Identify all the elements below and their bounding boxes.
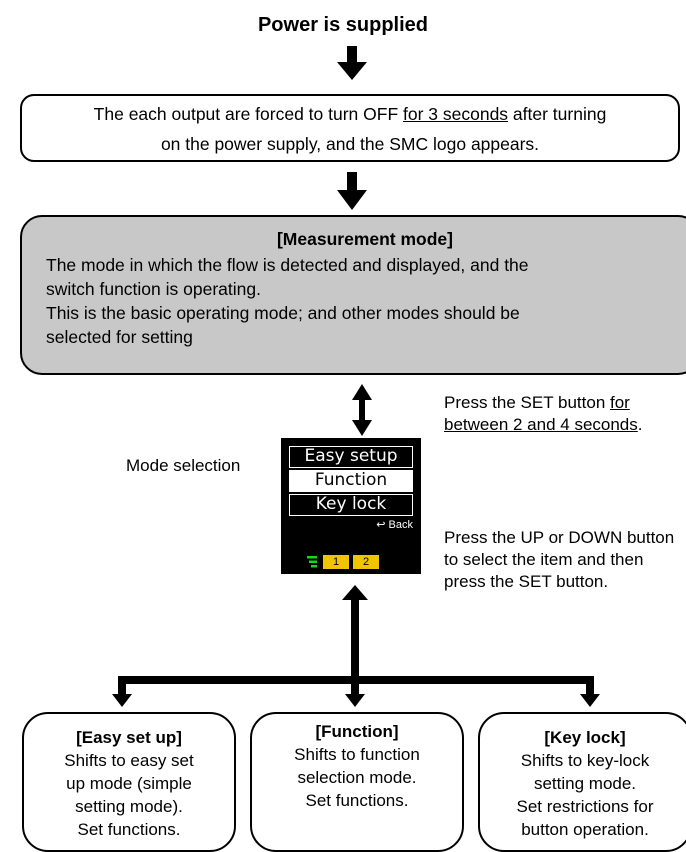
device-screen: Easy setup Function Key lock ↩ Back 1 2 <box>281 438 421 574</box>
box-line: Set restrictions for <box>516 797 654 816</box>
mode-selection-label: Mode selection <box>126 456 241 475</box>
output-indicator-icon <box>307 556 317 568</box>
menu-item-function[interactable]: Function <box>289 470 413 492</box>
startup-line-1: The each output are forced to turn OFF f… <box>22 99 678 129</box>
box-line: up mode (simple <box>66 774 192 793</box>
key-lock-box: [Key lock] Shifts to key-lock setting mo… <box>478 712 686 852</box>
measurement-line: selected for setting <box>46 327 193 347</box>
output-bar-1: 1 <box>323 555 349 569</box>
arrow-down-1 <box>337 46 367 80</box>
double-arrow <box>352 384 372 436</box>
set-note-duration: for between 2 and 4 seconds <box>444 393 638 434</box>
box-line: Set functions. <box>305 791 409 810</box>
measurement-line: switch function is operating. <box>46 279 261 299</box>
set-note-period: . <box>637 415 643 434</box>
box-line: button operation. <box>521 820 649 839</box>
easy-setup-box: [Easy set up] Shifts to easy set up mode… <box>22 712 236 852</box>
easy-setup-heading: [Easy set up] <box>76 728 182 747</box>
box-line: Shifts to easy set <box>64 751 194 770</box>
startup-duration: for 3 seconds <box>403 104 509 124</box>
box-line: Shifts to function <box>294 745 420 764</box>
box-line: setting mode). <box>75 797 183 816</box>
function-box: [Function] Shifts to function selection … <box>250 712 464 852</box>
output-bar-2: 2 <box>353 555 379 569</box>
back-label: ↩ Back <box>376 519 413 531</box>
measurement-heading: [Measurement mode] <box>276 229 453 249</box>
startup-text: The each output are forced to turn OFF <box>93 104 403 124</box>
box-line: Set functions. <box>77 820 181 839</box>
box-line: Shifts to key-lock <box>520 751 650 770</box>
key-lock-heading: [Key lock] <box>544 728 626 747</box>
page-title: Power is supplied <box>257 14 429 36</box>
menu-item-key-lock[interactable]: Key lock <box>289 494 413 516</box>
startup-text-tail: after turning <box>508 104 607 124</box>
measurement-line: The mode in which the flow is detected a… <box>46 255 529 275</box>
menu-item-easy-setup[interactable]: Easy setup <box>289 446 413 468</box>
branch-arrows <box>112 585 600 707</box>
function-heading: [Function] <box>315 722 399 741</box>
set-note-text: Press the SET button <box>444 393 610 412</box>
box-line: setting mode. <box>533 774 637 793</box>
startup-box: The each output are forced to turn OFF f… <box>20 94 680 162</box>
measurement-line: This is the basic operating mode; and ot… <box>46 303 520 323</box>
measurement-mode-box: [Measurement mode] The mode in which the… <box>20 215 686 375</box>
set-button-note: Press the SET button for between 2 and 4… <box>444 392 684 436</box>
box-line: selection mode. <box>297 768 417 787</box>
arrow-down-2 <box>337 172 367 210</box>
startup-line-2: on the power supply, and the SMC logo ap… <box>160 134 540 154</box>
up-down-note: Press the UP or DOWN button to select th… <box>444 528 675 591</box>
